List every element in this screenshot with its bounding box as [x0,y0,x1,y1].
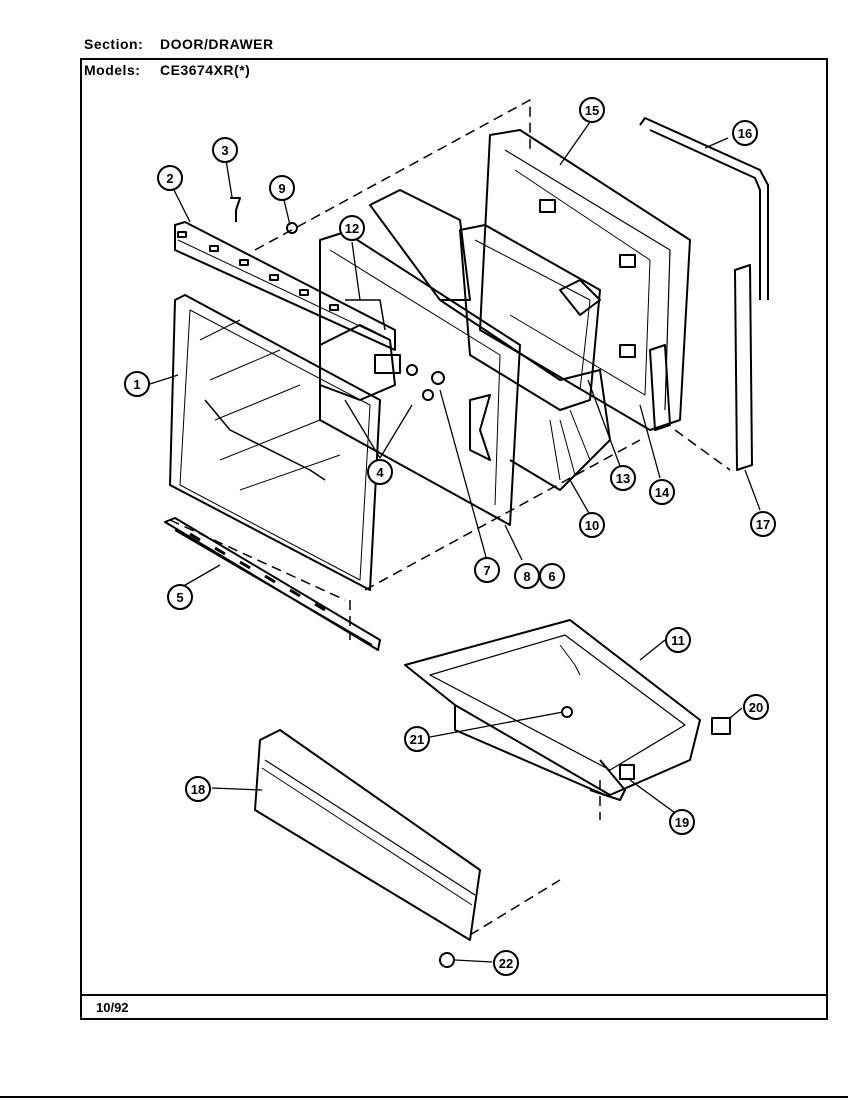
svg-text:19: 19 [675,815,689,830]
callout-7: 7 [474,557,500,583]
leader-lines [149,121,761,963]
svg-text:5: 5 [176,590,183,605]
svg-text:7: 7 [483,563,490,578]
part-5-bottom-trim [164,517,381,651]
part-22-foot [439,952,455,968]
models-header: Models: CE3674XR(*) [84,62,250,78]
diagram-frame [80,58,828,1020]
models-value: CE3674XR(*) [160,62,251,78]
callout-12: 12 [339,215,365,241]
callout-14: 14 [649,479,675,505]
callout-5: 5 [167,584,193,610]
callout-21: 21 [404,726,430,752]
callout-9: 9 [269,175,295,201]
callout-2: 2 [157,165,183,191]
callout-18: 18 [185,776,211,802]
callout-16: 16 [732,120,758,146]
revision-date: 10/92 [96,1000,129,1015]
svg-text:8: 8 [523,569,530,584]
svg-text:12: 12 [345,221,359,236]
callout-6: 6 [539,563,565,589]
svg-text:3: 3 [221,143,228,158]
callout-19: 19 [669,809,695,835]
svg-text:15: 15 [585,103,599,118]
part-11-drawer-body [404,619,701,801]
callout-13: 13 [610,465,636,491]
section-header: Section: DOOR/DRAWER [84,36,274,52]
part-8-inner-panel [319,231,521,526]
svg-text:4: 4 [376,465,384,480]
callout-4: 4 [367,459,393,485]
svg-text:2: 2 [166,171,173,186]
section-label: Section: [84,36,144,52]
svg-text:1: 1 [133,377,140,392]
callout-15: 15 [579,97,605,123]
svg-text:16: 16 [738,126,752,141]
part-19-clip [619,764,635,780]
svg-text:11: 11 [671,633,685,648]
callout-10: 10 [579,512,605,538]
svg-text:21: 21 [410,732,424,747]
svg-text:20: 20 [749,700,763,715]
svg-text:22: 22 [499,956,513,971]
part-4-screws [406,364,445,401]
part-3-screw [230,197,241,222]
svg-text:18: 18 [191,782,205,797]
svg-text:13: 13 [616,471,630,486]
part-17-side-trim [734,264,753,471]
callout-22: 22 [493,950,519,976]
part-10-insulation-box [369,189,611,491]
part-20-glide [711,717,731,735]
svg-text:9: 9 [278,181,285,196]
cavity-outline-dashed [169,99,731,936]
part-12-hinge-assembly [319,299,401,401]
part-14-side-bracket [649,344,671,431]
svg-text:17: 17 [756,517,770,532]
svg-text:6: 6 [548,569,555,584]
svg-text:10: 10 [585,518,599,533]
section-value: DOOR/DRAWER [160,36,274,52]
part-2-control-panel [174,221,396,351]
callout-3: 3 [212,137,238,163]
page-bottom-line [0,1096,848,1098]
callout-11: 11 [665,627,691,653]
callout-8: 8 [514,563,540,589]
callout-labels: 1 2 3 4 5 6 7 8 9 10 11 12 13 14 15 16 1… [124,97,776,976]
callout-1: 1 [124,371,150,397]
svg-text:14: 14 [655,485,670,500]
part-16-gasket [639,117,769,300]
part-15-door-liner [479,129,691,431]
part-9-screw [286,222,298,234]
part-21-screw [561,706,573,718]
callout-17: 17 [750,511,776,537]
part-1-door-glass [169,294,381,591]
models-label: Models: [84,62,141,78]
callout-20: 20 [743,694,769,720]
footer-divider [80,994,828,996]
part-18-drawer-front [254,729,481,941]
